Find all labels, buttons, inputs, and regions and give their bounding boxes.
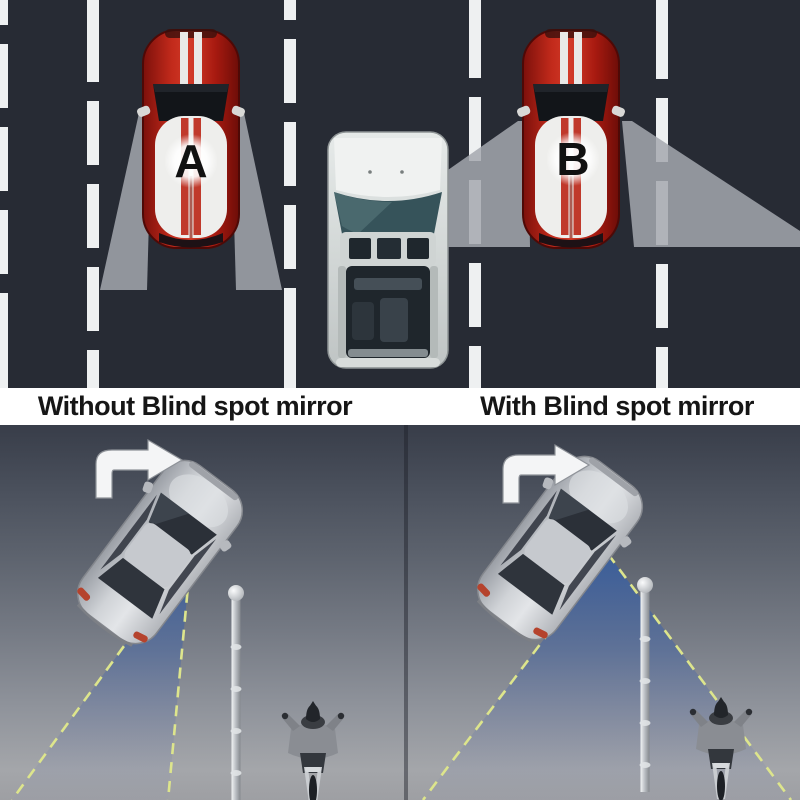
top-scene-graphics: A B — [100, 28, 800, 369]
lane-marking — [284, 0, 296, 388]
caption-with-mirror: With Blind spot mirror — [480, 391, 754, 421]
panel-with-mirror — [400, 425, 800, 800]
narrow-view-cone-car-a — [100, 113, 282, 290]
panel-with-graphics — [421, 440, 793, 800]
turning-silver-car — [57, 444, 261, 663]
car-b-label: B — [556, 133, 589, 185]
overtaking-van — [327, 131, 449, 369]
car-b-badge: B — [546, 132, 600, 186]
bottom-comparison-scene — [0, 425, 800, 800]
lane-marking — [0, 0, 8, 388]
lane-marking — [87, 0, 99, 388]
street-pole — [228, 585, 244, 800]
cyclist — [281, 701, 345, 800]
panel-divider — [404, 425, 408, 800]
caption-without-mirror: Without Blind spot mirror — [37, 391, 353, 421]
car-a-badge: A — [164, 134, 218, 188]
panel-without-mirror — [0, 425, 400, 800]
caption-band: Without Blind spot mirror With Blind spo… — [0, 388, 800, 425]
car-a-label: A — [174, 135, 207, 187]
top-road-scene: A B — [0, 0, 800, 388]
panel-without-graphics — [10, 439, 345, 800]
